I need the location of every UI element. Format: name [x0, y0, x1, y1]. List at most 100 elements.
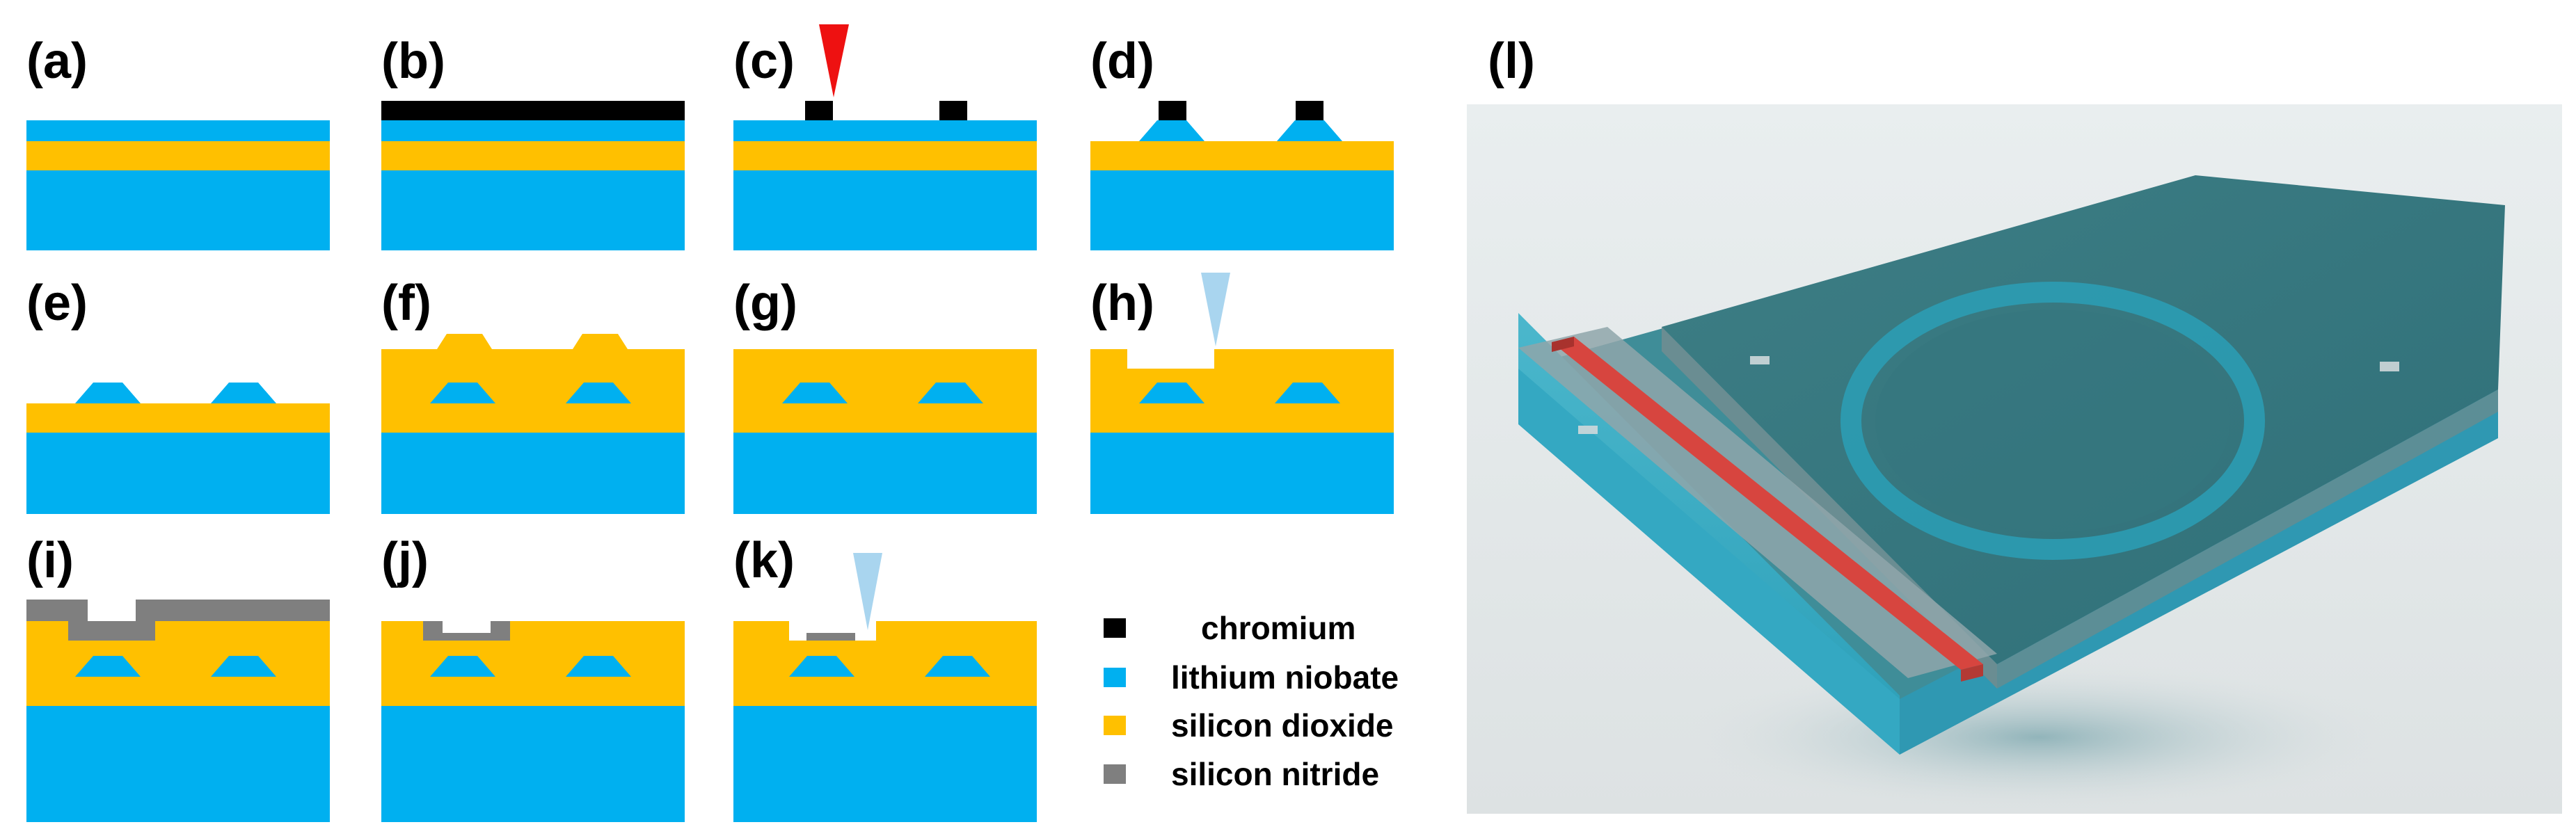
legend-label-lithium-niobate: lithium niobate [1171, 659, 1399, 696]
substrate-lithium-niobate [381, 433, 685, 514]
legend-swatch-silicon-nitride [1104, 764, 1126, 784]
laser-beam-blue [1201, 273, 1230, 346]
ridge-lithium-niobate [566, 383, 631, 403]
ring-inner-area [1875, 310, 2230, 532]
trench-opening [88, 600, 136, 621]
ridge-lithium-niobate [211, 383, 276, 403]
legend: chromium lithium niobate silicon dioxide… [1104, 610, 1399, 792]
panel-j: (j) [381, 533, 685, 822]
laser-beam-blue [853, 553, 882, 630]
layer-silicon-dioxide [733, 141, 1037, 170]
panel-label-e: (e) [26, 275, 88, 331]
panel-label-i: (i) [26, 533, 74, 588]
panel-i: (i) [26, 533, 330, 822]
substrate-lithium-niobate [26, 706, 330, 822]
chromium-mask [1159, 101, 1186, 120]
legend-item-silicon-nitride: silicon nitride [1104, 756, 1379, 792]
cladding-silicon-dioxide [733, 621, 1037, 706]
substrate-lithium-niobate [1090, 433, 1394, 514]
legend-item-chromium: chromium [1104, 610, 1355, 646]
ridge-lithium-niobate [918, 383, 983, 403]
ridge-lithium-niobate [1139, 383, 1204, 403]
ring-resonator [1840, 282, 2265, 560]
panel-l: (l) [1467, 33, 2562, 814]
panel-label-f: (f) [381, 275, 431, 331]
chromium-mask [1296, 101, 1323, 120]
layer-silicon-dioxide [381, 141, 685, 170]
film-lithium-niobate [26, 120, 330, 141]
panel-label-k: (k) [733, 533, 795, 588]
legend-label-silicon-dioxide: silicon dioxide [1171, 707, 1394, 743]
chromium-mask [939, 101, 967, 120]
cladding-silicon-dioxide [733, 349, 1037, 433]
edge-highlight [2380, 362, 2399, 371]
ridge-lithium-niobate [75, 383, 141, 403]
legend-item-silicon-dioxide: silicon dioxide [1104, 707, 1394, 743]
heater-electrode [1552, 337, 1983, 670]
substrate-lithium-niobate [381, 170, 685, 250]
chromium-mask [805, 101, 833, 120]
strip-silicon-nitride [806, 633, 855, 641]
substrate-lithium-niobate [26, 170, 330, 250]
laser-beam-red [819, 24, 849, 97]
legend-swatch-chromium [1104, 618, 1126, 638]
layer-silicon-dioxide [26, 141, 330, 170]
panel-g: (g) [733, 275, 1037, 514]
ridge-lithium-niobate [430, 656, 495, 677]
cover-chip-front-edge [1997, 389, 2498, 689]
panel-label-a: (a) [26, 33, 88, 89]
device-shadow [1677, 661, 2401, 814]
ridge-lithium-niobate [211, 656, 276, 677]
panel-b: (b) [381, 33, 685, 250]
substrate-lithium-niobate [26, 433, 330, 514]
substrate-lithium-niobate [733, 706, 1037, 822]
layer-chromium [381, 101, 685, 120]
panel-e: (e) [26, 275, 330, 514]
ridge-lithium-niobate [925, 656, 990, 677]
heater-electrode-side [1961, 664, 1983, 682]
ridge-lithium-niobate [430, 383, 495, 403]
legend-swatch-silicon-dioxide [1104, 716, 1126, 735]
panel-a: (a) [26, 33, 330, 250]
edge-highlight [1750, 356, 1770, 364]
panel-label-g: (g) [733, 275, 797, 331]
trench-liner-silicon-nitride [68, 600, 155, 641]
panel-label-c: (c) [733, 33, 795, 89]
panel-label-l: (l) [1488, 33, 1535, 89]
panel-label-j: (j) [381, 533, 429, 588]
ridge-lithium-niobate [1275, 383, 1340, 403]
panel-h: (h) [1090, 273, 1394, 514]
cladding-silicon-dioxide [26, 621, 330, 706]
substrate-lithium-niobate [1090, 170, 1394, 250]
legend-label-silicon-nitride: silicon nitride [1171, 756, 1379, 792]
panel-label-d: (d) [1090, 33, 1154, 89]
legend-item-lithium-niobate: lithium niobate [1104, 659, 1399, 696]
ridge-lithium-niobate [789, 656, 854, 677]
heater-electrode-end [1552, 337, 1574, 352]
liner-silicon-nitride [423, 621, 510, 641]
legend-label-chromium: chromium [1201, 610, 1355, 646]
panel-c: (c) [733, 24, 1037, 250]
ridge-lithium-niobate [1277, 120, 1342, 141]
ridge-lithium-niobate [782, 383, 848, 403]
cladding-silicon-dioxide [381, 334, 685, 433]
substrate-lithium-niobate [381, 706, 685, 822]
ridge-lithium-niobate [75, 656, 141, 677]
edge-highlight [1578, 426, 1598, 434]
legend-swatch-lithium-niobate [1104, 668, 1126, 687]
panel-f: (f) [381, 275, 685, 514]
panel-k: (k) [733, 533, 1037, 822]
substrate-lithium-niobate [733, 433, 1037, 514]
substrate-lithium-niobate [733, 170, 1037, 250]
ridge-lithium-niobate [566, 656, 631, 677]
film-lithium-niobate [733, 120, 1037, 141]
layer-silicon-dioxide [26, 403, 330, 433]
panel-label-b: (b) [381, 33, 445, 89]
chip-base-front-face [1518, 369, 1900, 755]
cladding-silicon-dioxide [381, 621, 685, 706]
cladding-silicon-dioxide [1090, 349, 1394, 433]
film-lithium-niobate [381, 120, 685, 141]
panel-label-h: (h) [1090, 275, 1154, 331]
ridge-lithium-niobate [1139, 120, 1204, 141]
